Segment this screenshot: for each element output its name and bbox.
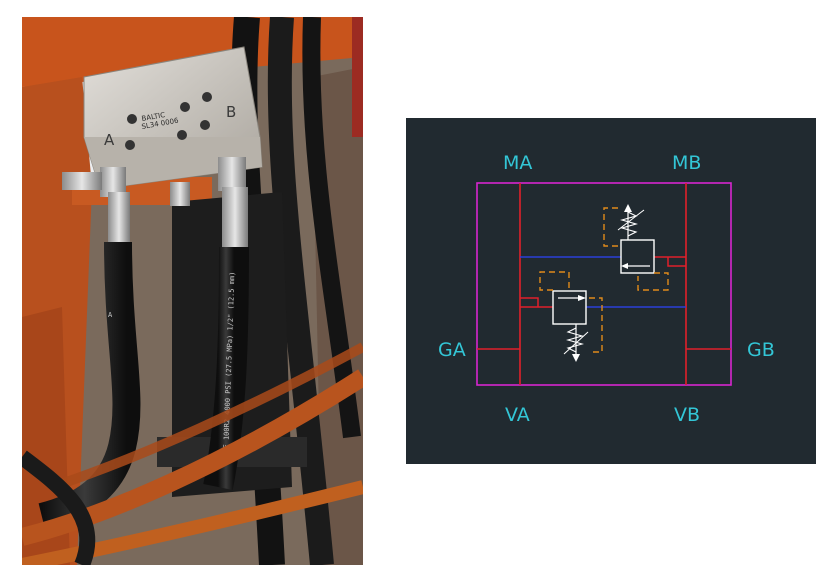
hose-letter: A [108, 311, 113, 319]
hydraulic-block-photo: A B BALTIC SL34 0006 A SAE 100R2 4000 PS… [22, 17, 363, 565]
relief-valve-upper [617, 204, 655, 274]
valve-schematic: MA MB GA GB VA VB [406, 118, 816, 464]
label-vb: VB [674, 404, 700, 426]
label-gb: GB [747, 339, 775, 361]
pilot-line-lower [539, 271, 570, 291]
block-letter-a: A [104, 131, 115, 149]
label-mb: MB [672, 152, 701, 174]
block-letter-b: B [226, 103, 236, 121]
manifold-outline [476, 182, 732, 386]
pilot-line-upper [603, 207, 620, 247]
label-ma: MA [503, 152, 532, 174]
label-va: VA [505, 404, 530, 426]
label-ga: GA [438, 339, 466, 361]
relief-valve-lower [552, 290, 589, 362]
